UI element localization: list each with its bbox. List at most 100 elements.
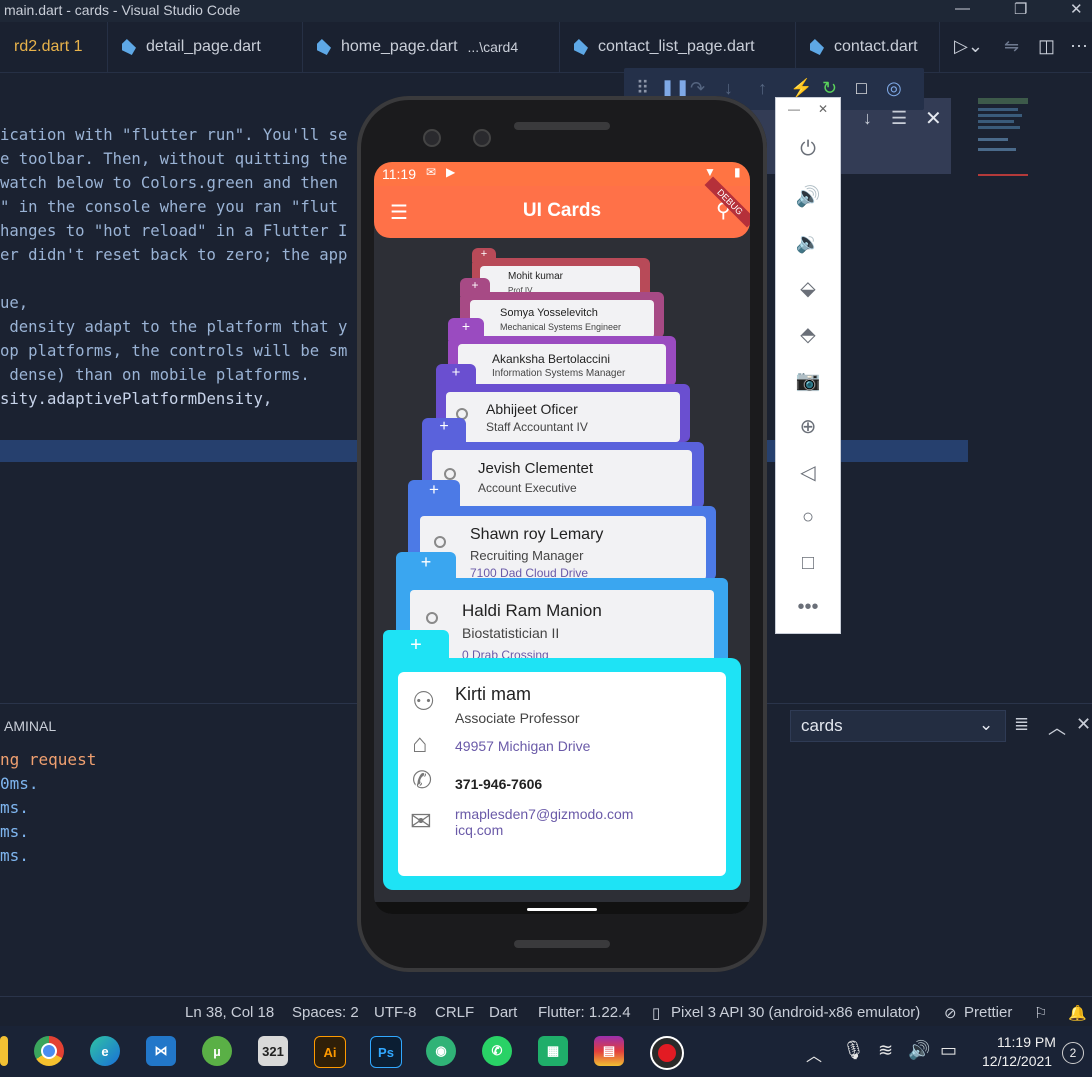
calendar-app-icon[interactable]: 321 <box>258 1036 288 1066</box>
zoom-icon[interactable]: ⊕ <box>799 416 817 438</box>
more-actions-icon[interactable]: ⋯ <box>1070 36 1088 56</box>
contact-card[interactable]: Shawn roy Lemary Recruiting Manager 7100… <box>420 516 706 580</box>
restore-icon[interactable]: ❐ <box>1014 1 1028 18</box>
minimize-icon[interactable]: — <box>788 102 800 116</box>
android-studio-icon[interactable]: ◉ <box>426 1036 456 1066</box>
whatsapp-icon[interactable]: ✆ <box>482 1036 512 1066</box>
menu-icon[interactable]: ☰ <box>390 202 408 224</box>
volume-up-icon[interactable]: 🔊 <box>795 186 821 208</box>
split-editor-icon[interactable]: ◫ <box>1038 36 1056 56</box>
rotate-right-icon[interactable]: ⬘ <box>800 324 816 346</box>
vscode-icon[interactable]: ⋈ <box>146 1036 176 1066</box>
minimap[interactable] <box>978 98 1028 178</box>
close-icon[interactable]: ✕ <box>925 108 942 130</box>
utorrent-icon[interactable]: µ <box>202 1036 232 1066</box>
contact-card[interactable]: Somya Yosselevitch Mechanical Systems En… <box>470 300 654 338</box>
sheets-app-icon[interactable]: ▦ <box>538 1036 568 1066</box>
tab-detail-page[interactable]: detail_page.dart <box>108 22 303 72</box>
arrow-down-icon[interactable]: ↓ <box>863 108 872 128</box>
phone-icon: ✆ <box>412 767 433 794</box>
flutter-version[interactable]: Flutter: 1.22.4 <box>538 1004 631 1021</box>
chrome-icon[interactable] <box>34 1036 64 1066</box>
compare-icon[interactable]: ⇋ <box>1004 36 1020 56</box>
contact-email[interactable]: rmaplesden7@gizmodo.com icq.com <box>455 806 634 838</box>
close-icon[interactable]: ✕ <box>1070 1 1083 18</box>
microphone-icon[interactable]: 🎙 <box>842 1040 865 1060</box>
clear-terminal-icon[interactable]: ≣ <box>1014 714 1030 734</box>
contact-name: Jevish Clementet <box>478 460 594 477</box>
illustrator-icon[interactable]: Ai <box>314 1036 346 1068</box>
record-icon[interactable] <box>650 1036 684 1070</box>
menu-icon[interactable]: ☰ <box>891 108 908 128</box>
battery-icon[interactable]: ▭ <box>940 1040 958 1060</box>
terminal-line: 0ms. <box>0 774 39 793</box>
contact-address[interactable]: 49957 Michigan Drive <box>455 738 591 754</box>
line-endings[interactable]: CRLF <box>435 1004 475 1021</box>
contact-phone[interactable]: 371-946-7606 <box>455 776 543 792</box>
encoding[interactable]: UTF-8 <box>374 1004 417 1021</box>
add-icon[interactable]: + <box>448 318 484 340</box>
step-into-icon[interactable]: ↓ <box>724 78 733 98</box>
wifi-icon[interactable]: ≋ <box>878 1040 894 1060</box>
clock-time[interactable]: 11:19 PM <box>997 1034 1056 1050</box>
phone-screen[interactable]: 11:19 ✉ ▶ ▼ ▮ ☰ UI Cards ⚲ DEBUG + Mohit… <box>374 162 750 914</box>
close-icon[interactable]: ✕ <box>818 102 829 116</box>
volume-down-icon[interactable]: 🔉 <box>795 232 821 254</box>
restart-icon[interactable]: ↻ <box>822 78 838 98</box>
drag-handle-icon[interactable]: ⠿ <box>636 78 650 98</box>
stop-icon[interactable]: □ <box>856 78 867 98</box>
terminal-tab[interactable]: AMINAL <box>4 718 57 734</box>
minimize-icon[interactable]: — <box>955 0 970 17</box>
contact-card[interactable]: Abhijeet Oficer Staff Accountant IV <box>446 392 680 442</box>
contact-card[interactable]: Jevish Clementet Account Executive <box>432 450 692 508</box>
indentation[interactable]: Spaces: 2 <box>292 1004 359 1021</box>
contact-card[interactable]: Haldi Ram Manion Biostatistician II 0 Dr… <box>410 590 714 664</box>
device-selector[interactable]: Pixel 3 API 30 (android-x86 emulator) <box>671 1004 921 1021</box>
tab-label: rd2.dart 1 <box>14 38 83 55</box>
sensor <box>423 129 441 147</box>
close-panel-icon[interactable]: ✕ <box>1076 714 1092 734</box>
winrar-icon[interactable]: ▤ <box>594 1036 624 1066</box>
camera-icon[interactable]: 📷 <box>795 370 821 392</box>
clock-date[interactable]: 12/12/2021 <box>982 1053 1053 1069</box>
prettier-status[interactable]: Prettier <box>964 1004 1013 1021</box>
gesture-nav-bar[interactable] <box>527 908 597 911</box>
edge-icon[interactable]: e <box>90 1036 120 1066</box>
run-debug-icon[interactable]: ▷⌄ <box>954 36 983 56</box>
overview-icon[interactable]: □ <box>801 552 815 574</box>
home-icon[interactable]: ○ <box>801 506 815 528</box>
tab-contact[interactable]: contact.dart <box>796 22 940 72</box>
contact-card[interactable]: Akanksha Bertolaccini Information System… <box>458 344 666 386</box>
notification-badge[interactable]: 2 <box>1062 1042 1084 1064</box>
chevron-up-icon[interactable]: ︿ <box>806 1048 823 1065</box>
tab-card2[interactable]: rd2.dart 1 <box>0 22 108 72</box>
more-icon[interactable]: ••• <box>797 596 819 618</box>
hot-reload-icon[interactable]: ⚡ <box>790 78 813 98</box>
maximize-panel-icon[interactable]: ︿ <box>1048 718 1066 738</box>
contact-address: 7100 Dad Cloud Drive <box>470 566 589 580</box>
devtools-icon[interactable]: ◎ <box>886 78 902 98</box>
tab-contact-list-page[interactable]: contact_list_page.dart <box>560 22 796 72</box>
contact-role: Prof IV <box>508 286 533 295</box>
back-icon[interactable]: ◁ <box>800 462 816 484</box>
dart-file-icon <box>574 39 588 55</box>
language-mode[interactable]: Dart <box>489 1004 518 1021</box>
rotate-left-icon[interactable]: ⬙ <box>800 278 816 300</box>
code-line: hanges to "hot reload" in a Flutter I <box>0 222 348 240</box>
dart-file-icon <box>122 39 136 55</box>
file-explorer-icon[interactable] <box>0 1036 8 1066</box>
tab-home-page[interactable]: home_page.dart ...\card4 <box>303 22 560 72</box>
photoshop-icon[interactable]: Ps <box>370 1036 402 1068</box>
volume-icon[interactable]: 🔊 <box>908 1040 931 1060</box>
terminal-selector[interactable]: cards ⌄ <box>790 710 1006 742</box>
step-out-icon[interactable]: ↑ <box>758 78 767 98</box>
cursor-position[interactable]: Ln 38, Col 18 <box>185 1004 275 1021</box>
pause-icon[interactable]: ❚❚ <box>660 78 691 98</box>
add-icon[interactable]: + <box>460 278 490 296</box>
power-icon[interactable]: ⏻ <box>800 138 816 160</box>
step-over-icon[interactable]: ↷ <box>690 78 706 98</box>
feedback-icon[interactable]: ⚐ <box>1034 1005 1048 1022</box>
notifications-icon[interactable]: 🔔 <box>1068 1005 1087 1022</box>
code-editor[interactable]: ication with "flutter run". You'll se e … <box>0 96 975 696</box>
contact-card[interactable]: ⚇ Kirti mam Associate Professor ⌂ 49957 … <box>398 672 726 876</box>
